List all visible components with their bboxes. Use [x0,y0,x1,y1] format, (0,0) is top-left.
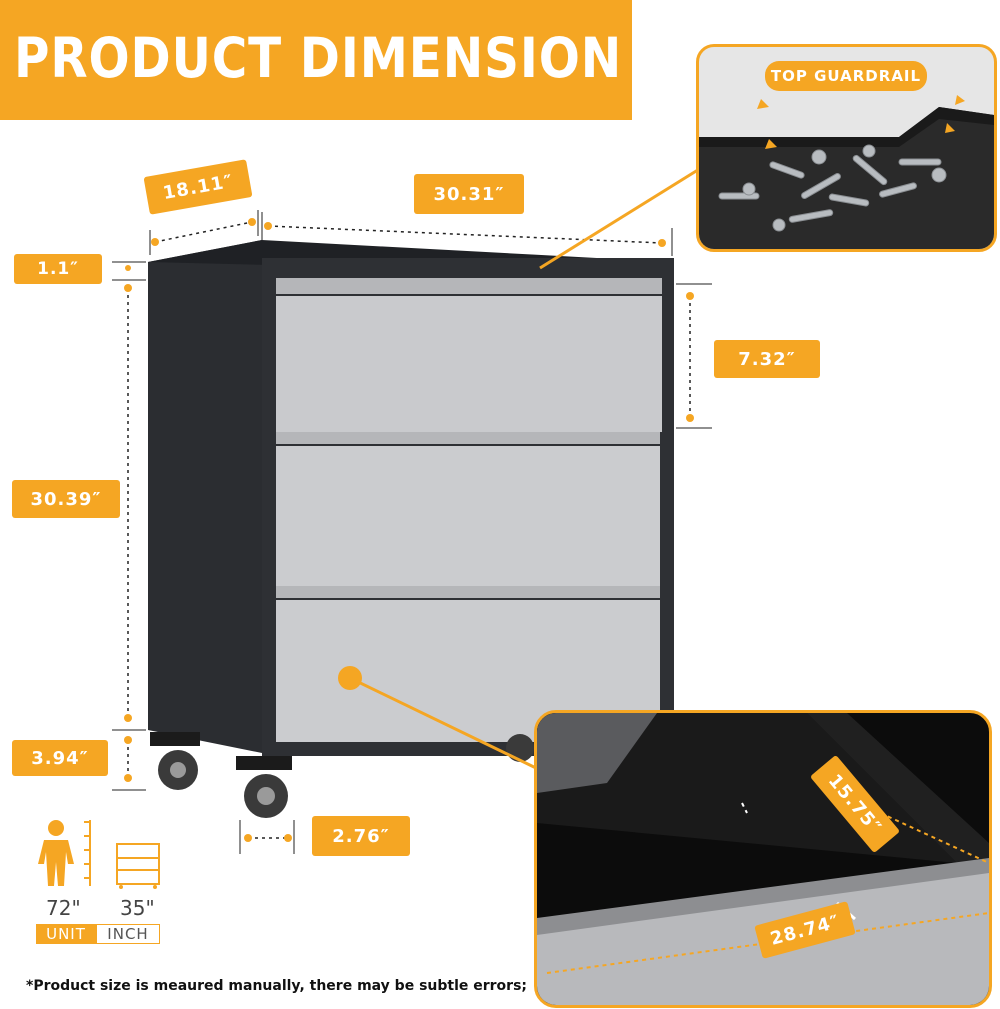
top-guardrail-inset: TOP GUARDRAIL [696,44,997,252]
inch-label: INCH [96,924,160,944]
person-height-value: 72" [46,896,81,920]
caster-height-label: 3.94″ [12,740,108,776]
drawer-interior-image [537,713,989,1005]
caster-width-label: 2.76″ [312,816,410,856]
person-height-icon [38,820,91,886]
cabinet-height-value: 35" [120,896,155,920]
top-guardrail-label: TOP GUARDRAIL [765,61,927,91]
measurement-disclaimer: *Product size is meaured manually, there… [26,978,528,994]
cabinet-height-icon [116,843,160,889]
width-label: 30.31″ [414,174,524,214]
hardware-bolts-image [699,95,994,249]
page-title: PRODUCT DIMENSION [14,26,623,90]
total-height-label: 30.39″ [12,480,120,518]
title-banner: PRODUCT DIMENSION [0,0,632,120]
drawer-height-label: 7.32″ [714,340,820,378]
top-height-label: 1.1″ [14,254,102,284]
drawer-interior-inset: 15.75″ 28.74″ [534,710,992,1008]
unit-label: UNIT [36,924,96,944]
